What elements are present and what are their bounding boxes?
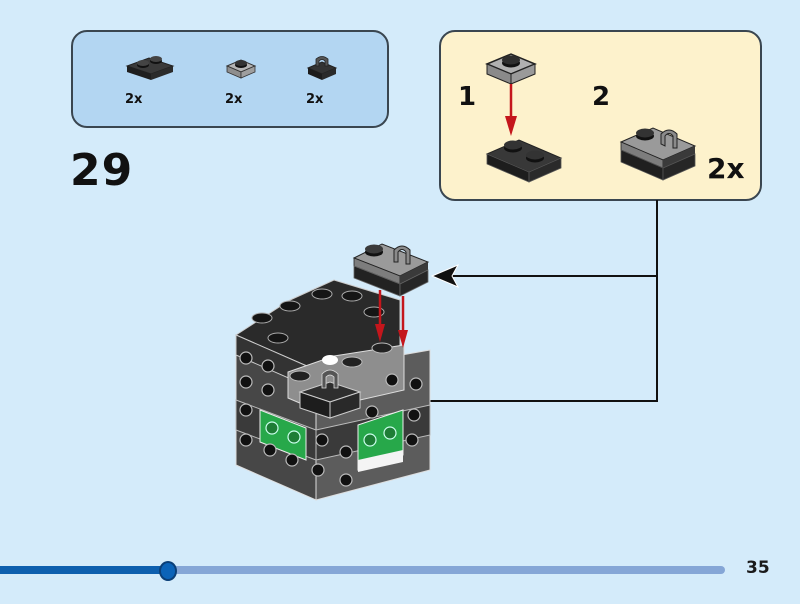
down-arrow-icon: [505, 84, 517, 136]
red-arrowhead-icon: [375, 324, 385, 342]
progress-knob[interactable]: [158, 561, 177, 581]
plate-1x2-black-icon: [485, 139, 563, 183]
sub-assembly-panel: 1 2 2x: [439, 30, 762, 201]
part-count: 2x: [225, 92, 243, 107]
progress-track: [0, 566, 725, 574]
part-count: 2x: [125, 92, 143, 107]
part-plate-1x2: 2x: [125, 32, 185, 130]
red-arrowhead-icon: [398, 330, 408, 348]
step-number: 29: [70, 145, 134, 196]
page-progress-bar[interactable]: [0, 561, 725, 581]
part-plate-1x1: 2x: [225, 32, 285, 130]
sub-assembly-illustration: [485, 53, 697, 183]
plate-clip-icon: [306, 56, 338, 80]
sub-assembly-multiplier: 2x: [707, 152, 745, 185]
page-number: 35: [746, 558, 770, 578]
callout-arrow-upper-icon: [430, 263, 460, 289]
plate-1x2-icon: [125, 56, 175, 80]
parts-list-panel: 2x 2x 2x: [71, 30, 389, 128]
combined-plate-clip-icon: [619, 127, 697, 181]
sub-step-1-number: 1: [458, 82, 477, 112]
floating-sub-assembly: [352, 243, 430, 297]
part-plate-1x1-clip: 2x: [306, 32, 366, 130]
sub-step-2-number: 2: [592, 82, 611, 112]
brick-cube-model: [234, 279, 431, 501]
plate-1x1-icon: [225, 59, 257, 79]
progress-fill: [0, 566, 167, 574]
placement-arrows-icon: [378, 290, 405, 336]
plate-1x1-gray-icon: [485, 53, 537, 85]
part-count: 2x: [306, 92, 324, 107]
